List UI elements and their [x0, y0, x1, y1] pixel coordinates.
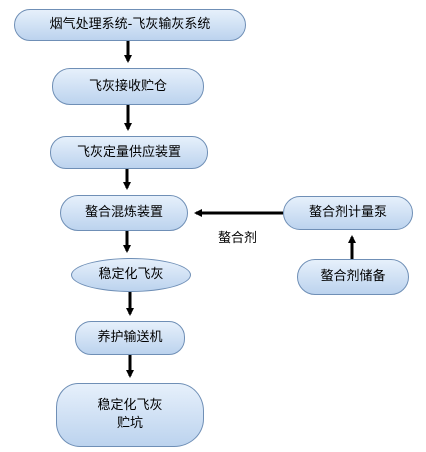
node-curing-conveyor: 养护输送机 — [75, 321, 185, 355]
node-stabilized-ash-label: 稳定化飞灰 — [98, 267, 164, 282]
node-fly-ash-silo-label: 飞灰接收贮仓 — [88, 78, 167, 94]
node-chelating-storage-label: 螯合剂储备 — [320, 269, 386, 284]
node-chelating-mixer-label: 螯合混炼装置 — [84, 205, 163, 220]
node-stabilized-pit: 稳定化飞灰 贮坑 — [56, 383, 204, 447]
node-stabilized-pit-label-line2: 贮坑 — [116, 416, 143, 431]
node-flue-gas-system-label: 烟气处理系统-飞灰输灰系统 — [49, 17, 211, 32]
node-chelating-pump: 螯合剂计量泵 — [283, 196, 413, 230]
node-stabilized-pit-label-line1: 稳定化飞灰 — [97, 398, 163, 413]
node-stabilized-ash: 稳定化飞灰 — [71, 258, 191, 292]
node-curing-conveyor-label: 养护输送机 — [97, 330, 163, 345]
node-chelating-pump-label: 螯合剂计量泵 — [308, 205, 387, 220]
node-flue-gas-system: 烟气处理系统-飞灰输灰系统 — [14, 9, 246, 41]
node-fly-ash-silo: 飞灰接收贮仓 — [52, 68, 204, 105]
node-chelating-mixer: 螯合混炼装置 — [60, 195, 188, 231]
node-chelating-storage: 螯合剂储备 — [297, 259, 409, 295]
edge-label-chelating-agent: 螯合剂 — [218, 231, 258, 246]
node-fly-ash-feeder: 飞灰定量供应装置 — [50, 136, 208, 169]
node-fly-ash-feeder-label: 飞灰定量供应装置 — [76, 144, 181, 160]
